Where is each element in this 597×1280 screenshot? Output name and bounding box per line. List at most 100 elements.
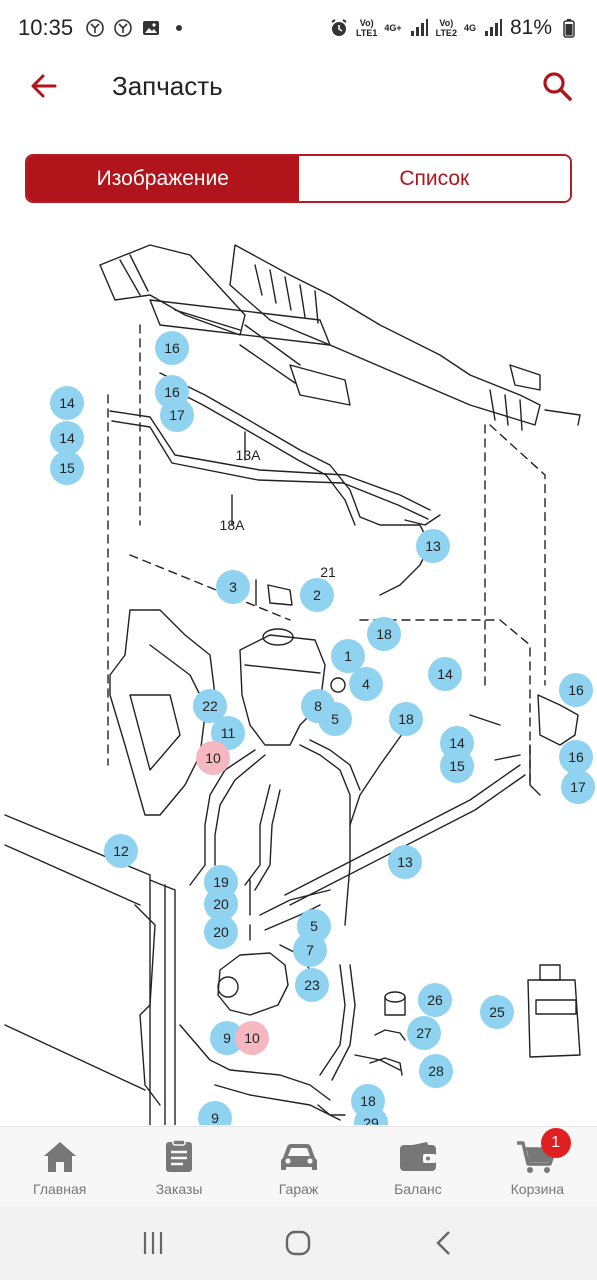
tab-list[interactable]: Список [298,156,570,201]
ref-label: 13A [236,447,262,463]
part-callout[interactable]: 20 [204,887,238,921]
part-callout[interactable]: 17 [561,770,595,804]
part-callout[interactable]: 15 [440,749,474,783]
callout-circle [196,741,230,775]
part-callout[interactable]: 14 [50,386,84,420]
callout-number: 16 [568,749,584,765]
callout-number: 9 [211,1110,219,1125]
part-callout[interactable]: 9 [198,1101,232,1125]
callout-number: 2 [313,587,321,603]
callout-number: 20 [213,924,229,940]
callout-circle [559,740,593,774]
part-callout[interactable]: 11 [211,716,245,750]
callout-number: 10 [244,1030,260,1046]
callout-circle [104,834,138,868]
part-callout[interactable]: 26 [418,983,452,1017]
back-system-button[interactable] [419,1218,469,1268]
nav-item-home[interactable]: Главная [0,1127,119,1206]
callout-number: 14 [59,430,75,446]
callout-circle [416,529,450,563]
net-type-2: 4G [463,23,476,33]
callout-circle [216,570,250,604]
part-callout[interactable]: 16 [559,740,593,774]
callout-number: 29 [363,1115,379,1125]
part-callout[interactable]: 29 [354,1106,388,1125]
net-label-2: Vo)LTE2 [435,18,457,38]
nav-label: Главная [33,1181,87,1197]
orders-icon [166,1139,193,1172]
callout-circle [50,451,84,485]
part-callout[interactable]: 10 [196,741,230,775]
part-callout[interactable]: 10 [235,1021,269,1055]
gallery-icon [143,21,160,35]
callout-circle [235,1021,269,1055]
part-callout[interactable]: 27 [407,1016,441,1050]
part-callout[interactable]: 14 [428,657,462,691]
bottom-nav: Главная Заказы Гараж Баланс Корзина 1 [0,1126,597,1206]
recents-button[interactable] [128,1218,178,1268]
callout-circle [295,968,329,1002]
callout-circle [419,1054,453,1088]
part-callout[interactable]: 18 [389,702,423,736]
part-callout[interactable]: 5 [318,702,352,736]
callout-number: 27 [416,1025,432,1041]
search-button[interactable] [539,68,575,104]
part-callout[interactable]: 17 [160,398,194,432]
callout-circle [211,716,245,750]
callout-circle [388,845,422,879]
part-callout[interactable]: 12 [104,834,138,868]
part-callout[interactable]: 3 [216,570,250,604]
part-callout[interactable]: 23 [295,968,329,1002]
callout-circle [293,933,327,967]
callout-number: 18 [360,1093,376,1109]
part-callout[interactable]: 25 [480,995,514,1029]
part-callout[interactable]: 2 [300,578,334,612]
callout-circle [50,386,84,420]
part-callout[interactable]: 13 [416,529,450,563]
part-callout[interactable]: 20 [204,915,238,949]
part-callout[interactable]: 15 [50,451,84,485]
tab-image[interactable]: Изображение [27,156,299,201]
cart-badge: 1 [540,1128,571,1158]
part-callout[interactable]: 16 [559,673,593,707]
callout-circle [204,887,238,921]
callout-circle [561,770,595,804]
sim-icon [86,19,104,37]
back-button[interactable] [26,68,62,104]
part-callout[interactable]: 22 [193,689,227,723]
nav-item-orders[interactable]: Заказы [119,1127,238,1206]
callout-number: 28 [428,1063,444,1079]
battery-icon [563,19,575,38]
callout-circle [480,995,514,1029]
part-callout[interactable]: 1 [331,639,365,673]
callout-number: 13 [397,854,413,870]
part-callout[interactable]: 4 [349,667,383,701]
nav-item-cart[interactable]: Корзина 1 [478,1127,597,1206]
status-bar: 10:35 Vo)LTE1 4G+ Vo)LTE2 4G 81% [0,0,597,56]
part-callout[interactable]: 7 [293,933,327,967]
car-icon [280,1144,317,1170]
part-callout[interactable]: 13 [388,845,422,879]
part-callout[interactable]: 9 [210,1021,244,1055]
nav-label: Корзина [510,1181,564,1197]
callout-number: 17 [169,407,185,423]
callout-circle [428,657,462,691]
nav-item-balance[interactable]: Баланс [358,1127,477,1206]
part-callout[interactable]: 16 [155,331,189,365]
nav-label: Заказы [155,1181,203,1197]
home-system-button[interactable] [273,1218,323,1268]
callout-number: 19 [213,874,229,890]
part-callout[interactable]: 14 [50,421,84,455]
callout-number: 11 [221,725,236,741]
callout-circle [204,915,238,949]
part-callout[interactable]: 28 [419,1054,453,1088]
part-callout[interactable]: 18 [367,617,401,651]
system-nav-bar [0,1206,597,1280]
callout-circle [50,421,84,455]
alarm-icon [331,19,347,36]
callout-circle [198,1101,232,1125]
nav-item-garage[interactable]: Гараж [239,1127,358,1206]
nav-label: Гараж [278,1181,319,1197]
callout-number: 4 [362,676,370,692]
